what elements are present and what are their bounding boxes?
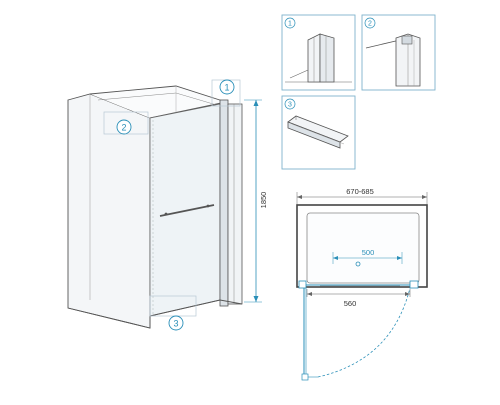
callout-3: 3: [168, 315, 184, 331]
wall-profile: [219, 99, 229, 307]
swing-arc: [317, 287, 411, 378]
opening-dimension: 560: [306, 289, 411, 308]
detail-panel-3: 3: [281, 95, 356, 170]
detail-2-number: 2: [368, 21, 372, 28]
callout-2-label: 2: [121, 123, 126, 133]
detail-panel-1: 1: [281, 14, 356, 91]
height-dimension: 1850: [244, 99, 268, 303]
hinge-profile-detail-icon: [285, 33, 352, 83]
bottom-threshold: [149, 299, 243, 317]
left-wall: [67, 93, 151, 329]
opening-value: 560: [344, 299, 357, 308]
swing-door-plan: [301, 287, 411, 381]
door-handle: [159, 204, 215, 217]
height-value: 1850: [259, 192, 268, 209]
shower-perspective-view: 1 2 3 1850: [67, 79, 268, 331]
callout-1: 1: [219, 79, 235, 95]
detail-3-number: 3: [288, 102, 292, 109]
top-bracket-detail-icon: [365, 33, 421, 87]
callout-1-label: 1: [224, 83, 229, 93]
bottom-seal-detail-icon: [287, 115, 349, 149]
plan-view: 670-685 500 560: [296, 187, 428, 381]
tray-inner-value: 500: [362, 248, 375, 257]
width-range-value: 670-685: [346, 187, 374, 196]
callout-3-label: 3: [173, 319, 178, 329]
detail-1-number: 1: [288, 21, 292, 28]
callout-2: 2: [116, 119, 132, 135]
inner-width-dimension: 500: [332, 248, 403, 264]
width-dimension: 670-685: [296, 187, 428, 206]
callout-box-3: [149, 295, 197, 317]
drain: [355, 261, 361, 267]
detail-panel-2: 2: [361, 14, 436, 91]
